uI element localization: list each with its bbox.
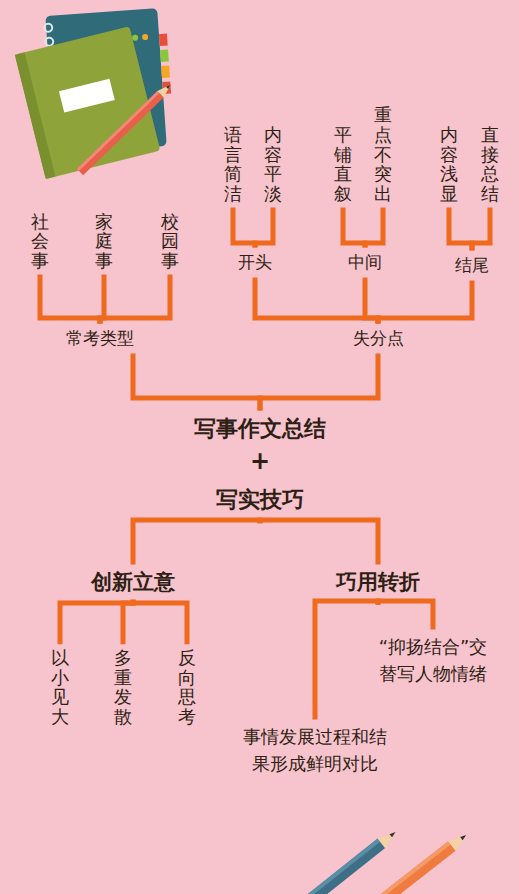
method-column: 多重发散: [113, 647, 133, 728]
topic-column: 社会事: [30, 211, 50, 272]
part-label: 开头: [237, 250, 273, 275]
notebook-illustration: [15, 8, 175, 179]
bracket-line: [343, 210, 365, 245]
bracket-line: [378, 601, 433, 627]
bracket-line: [255, 210, 273, 245]
part-label: 结尾: [454, 253, 490, 278]
issue-column: 重点不突出: [373, 104, 393, 205]
node-text: 直接总结: [481, 125, 499, 204]
node-text: 语言简洁: [224, 125, 242, 204]
bracket-line: [472, 210, 490, 248]
issue-column: 平铺直叙: [333, 124, 353, 205]
node-text: 写事作文总结: [194, 414, 326, 444]
node-text: 平铺直叙: [334, 125, 352, 204]
node-text: 内容浅显: [440, 125, 458, 204]
issue-column: 语言简洁: [223, 124, 243, 205]
issue-column: 内容平淡: [263, 124, 283, 205]
technique-heading: 巧用转折: [335, 567, 421, 597]
group-label: 常考类型: [65, 326, 135, 351]
method-text: 事情发展过程和结果形成鲜明对比: [239, 722, 390, 778]
bracket-line: [365, 210, 383, 245]
node-text: 常考类型: [66, 327, 134, 350]
main-heading: 写实技巧: [215, 484, 305, 516]
bracket-line: [378, 283, 472, 321]
bracket-line: [315, 601, 378, 717]
main-heading: 写事作文总结: [193, 413, 327, 445]
node-text: 内容平淡: [264, 125, 282, 204]
technique-heading: 创新立意: [90, 567, 176, 597]
node-text: 家庭事: [95, 212, 113, 271]
node-text: 开头: [238, 251, 272, 274]
node-text: 多重发散: [114, 648, 132, 727]
node-text: 写实技巧: [216, 485, 304, 515]
node-text: 中间: [348, 251, 382, 274]
topic-column: 家庭事: [94, 211, 114, 272]
issue-column: 直接总结: [480, 124, 500, 205]
bracket-line: [260, 520, 378, 562]
bracket-line: [100, 277, 104, 321]
method-column: 反向思考: [177, 647, 197, 728]
bracket-line: [100, 277, 170, 321]
pencil-illustration: [296, 827, 470, 894]
plus-sign: +: [250, 447, 270, 475]
bracket-line: [260, 356, 378, 408]
node-text: 结尾: [455, 254, 489, 277]
node-text: 巧用转折: [336, 568, 420, 596]
node-text: 校园事: [161, 212, 179, 271]
method-text: “抑扬结合”交替写人物情绪: [375, 632, 490, 688]
node-text: 事情发展过程和结果形成鲜明对比: [240, 723, 389, 777]
node-text: 失分点: [353, 327, 404, 350]
part-label: 中间: [347, 250, 383, 275]
topic-column: 校园事: [160, 211, 180, 272]
node-text: 社会事: [31, 212, 49, 271]
bracket-line: [133, 356, 260, 408]
node-text: 反向思考: [178, 648, 196, 727]
bracket-line: [40, 277, 100, 321]
node-text: 以小见大: [51, 648, 69, 727]
node-text: 重点不突出: [374, 105, 392, 204]
node-text: 创新立意: [91, 568, 175, 596]
bracket-line: [255, 280, 378, 321]
bracket-line: [365, 280, 378, 321]
bracket-line: [60, 602, 133, 641]
node-text: “抑扬结合”交替写人物情绪: [376, 633, 489, 687]
group-label: 失分点: [352, 326, 405, 351]
issue-column: 内容浅显: [439, 124, 459, 205]
method-column: 以小见大: [50, 647, 70, 728]
bracket-line: [123, 602, 133, 641]
bracket-line: [133, 520, 260, 562]
bracket-line: [449, 210, 472, 248]
bracket-line: [133, 602, 187, 641]
bracket-line: [233, 210, 255, 245]
